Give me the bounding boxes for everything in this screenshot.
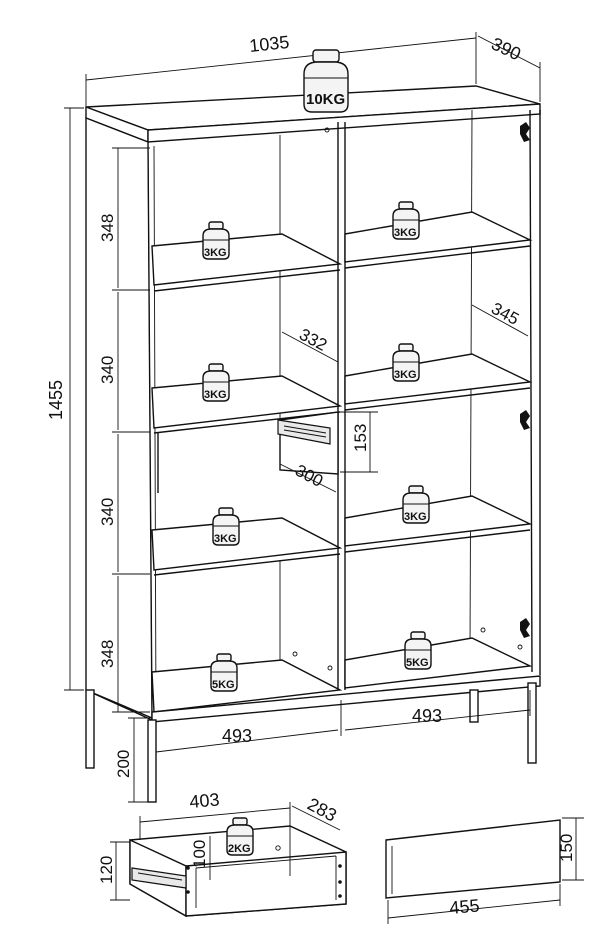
drawer-detail: 2KG 403 283 120 100 (97, 789, 347, 918)
dim-drawer-depth: 283 (304, 794, 340, 826)
hinge-bottom-icon (520, 618, 530, 638)
weight-bottom-right-icon: 5KG (404, 631, 432, 670)
dim-bottom-right: 493 (412, 706, 442, 726)
weight-shelf-left-2-label: 3KG (204, 389, 227, 401)
dim-front-panel-width: 455 (449, 895, 481, 918)
shelf-right-1 (344, 211, 533, 263)
dim-drawer-inner-height: 100 (190, 840, 209, 868)
weights: 10KG 3KG 3KG 3KG 3KG (202, 49, 432, 692)
weight-drawer-label: 2KG (228, 843, 251, 855)
weight-shelf-right-1-icon: 3KG (392, 201, 420, 240)
dim-inner-depth-right: 345 (488, 299, 522, 329)
weight-top-label: 10KG (306, 91, 345, 108)
dim-inner-depth-left: 332 (296, 325, 330, 355)
hinge-top-icon (520, 122, 530, 142)
weight-10kg-icon: 10KG (303, 49, 349, 113)
weight-bottom-left-label: 5KG (212, 679, 235, 691)
dim-shelf-2: 340 (98, 356, 117, 384)
dimension-lines (64, 32, 541, 803)
weight-shelf-right-1-label: 3KG (394, 227, 417, 239)
shelf-left-3 (151, 517, 343, 571)
shelf-right-3 (344, 495, 533, 547)
plinth-front (151, 675, 541, 723)
dim-depth: 390 (488, 33, 524, 64)
dim-height: 1455 (46, 380, 66, 420)
dim-shelf-4: 348 (98, 640, 117, 668)
dim-bottom-left: 493 (222, 726, 252, 746)
leg-front-right (527, 682, 537, 764)
leg-back-right (469, 689, 479, 723)
front-panel (385, 819, 561, 899)
drawer-slide-icon (131, 867, 187, 889)
weight-shelf-right-3-label: 3KG (404, 511, 427, 523)
drawer-runner (277, 419, 331, 445)
leg-front-left (147, 719, 157, 803)
drawer-front (185, 851, 347, 917)
dim-drawer-outer-height: 120 (97, 856, 116, 884)
cabinet (85, 85, 541, 803)
weight-shelf-right-2-label: 3KG (394, 369, 417, 381)
dim-shelf-1: 348 (98, 214, 117, 242)
dim-leg-height: 200 (114, 750, 133, 778)
leg-back-left (85, 689, 95, 769)
left-side-panel (85, 116, 153, 722)
dim-drawer-width: 403 (189, 789, 221, 812)
hinge-middle-icon (520, 410, 530, 430)
shelf-left-bottom (151, 659, 343, 713)
weight-shelf-left-2-icon: 3KG (202, 363, 230, 402)
front-panel-detail: 150 455 (385, 817, 584, 924)
weight-bottom-right-label: 5KG (406, 657, 429, 669)
weight-shelf-left-1-label: 3KG (204, 247, 227, 259)
weight-shelf-left-1-icon: 3KG (202, 221, 230, 260)
dim-width: 1035 (248, 32, 290, 56)
weight-bottom-left-icon: 5KG (210, 653, 238, 692)
shelf-right-2 (344, 353, 533, 405)
shelf-left-1 (151, 233, 343, 286)
weight-shelf-left-3-label: 3KG (214, 533, 237, 545)
weight-shelf-left-3-icon: 3KG (212, 507, 240, 546)
weight-shelf-right-3-icon: 3KG (402, 485, 430, 524)
weight-drawer-icon: 2KG (226, 817, 254, 856)
dim-drawer-slot-height: 153 (351, 424, 370, 452)
weight-shelf-right-2-icon: 3KG (392, 343, 420, 382)
shelf-left-2 (151, 375, 343, 429)
dim-front-panel-height: 150 (557, 834, 576, 862)
dim-shelf-3: 340 (98, 498, 117, 526)
